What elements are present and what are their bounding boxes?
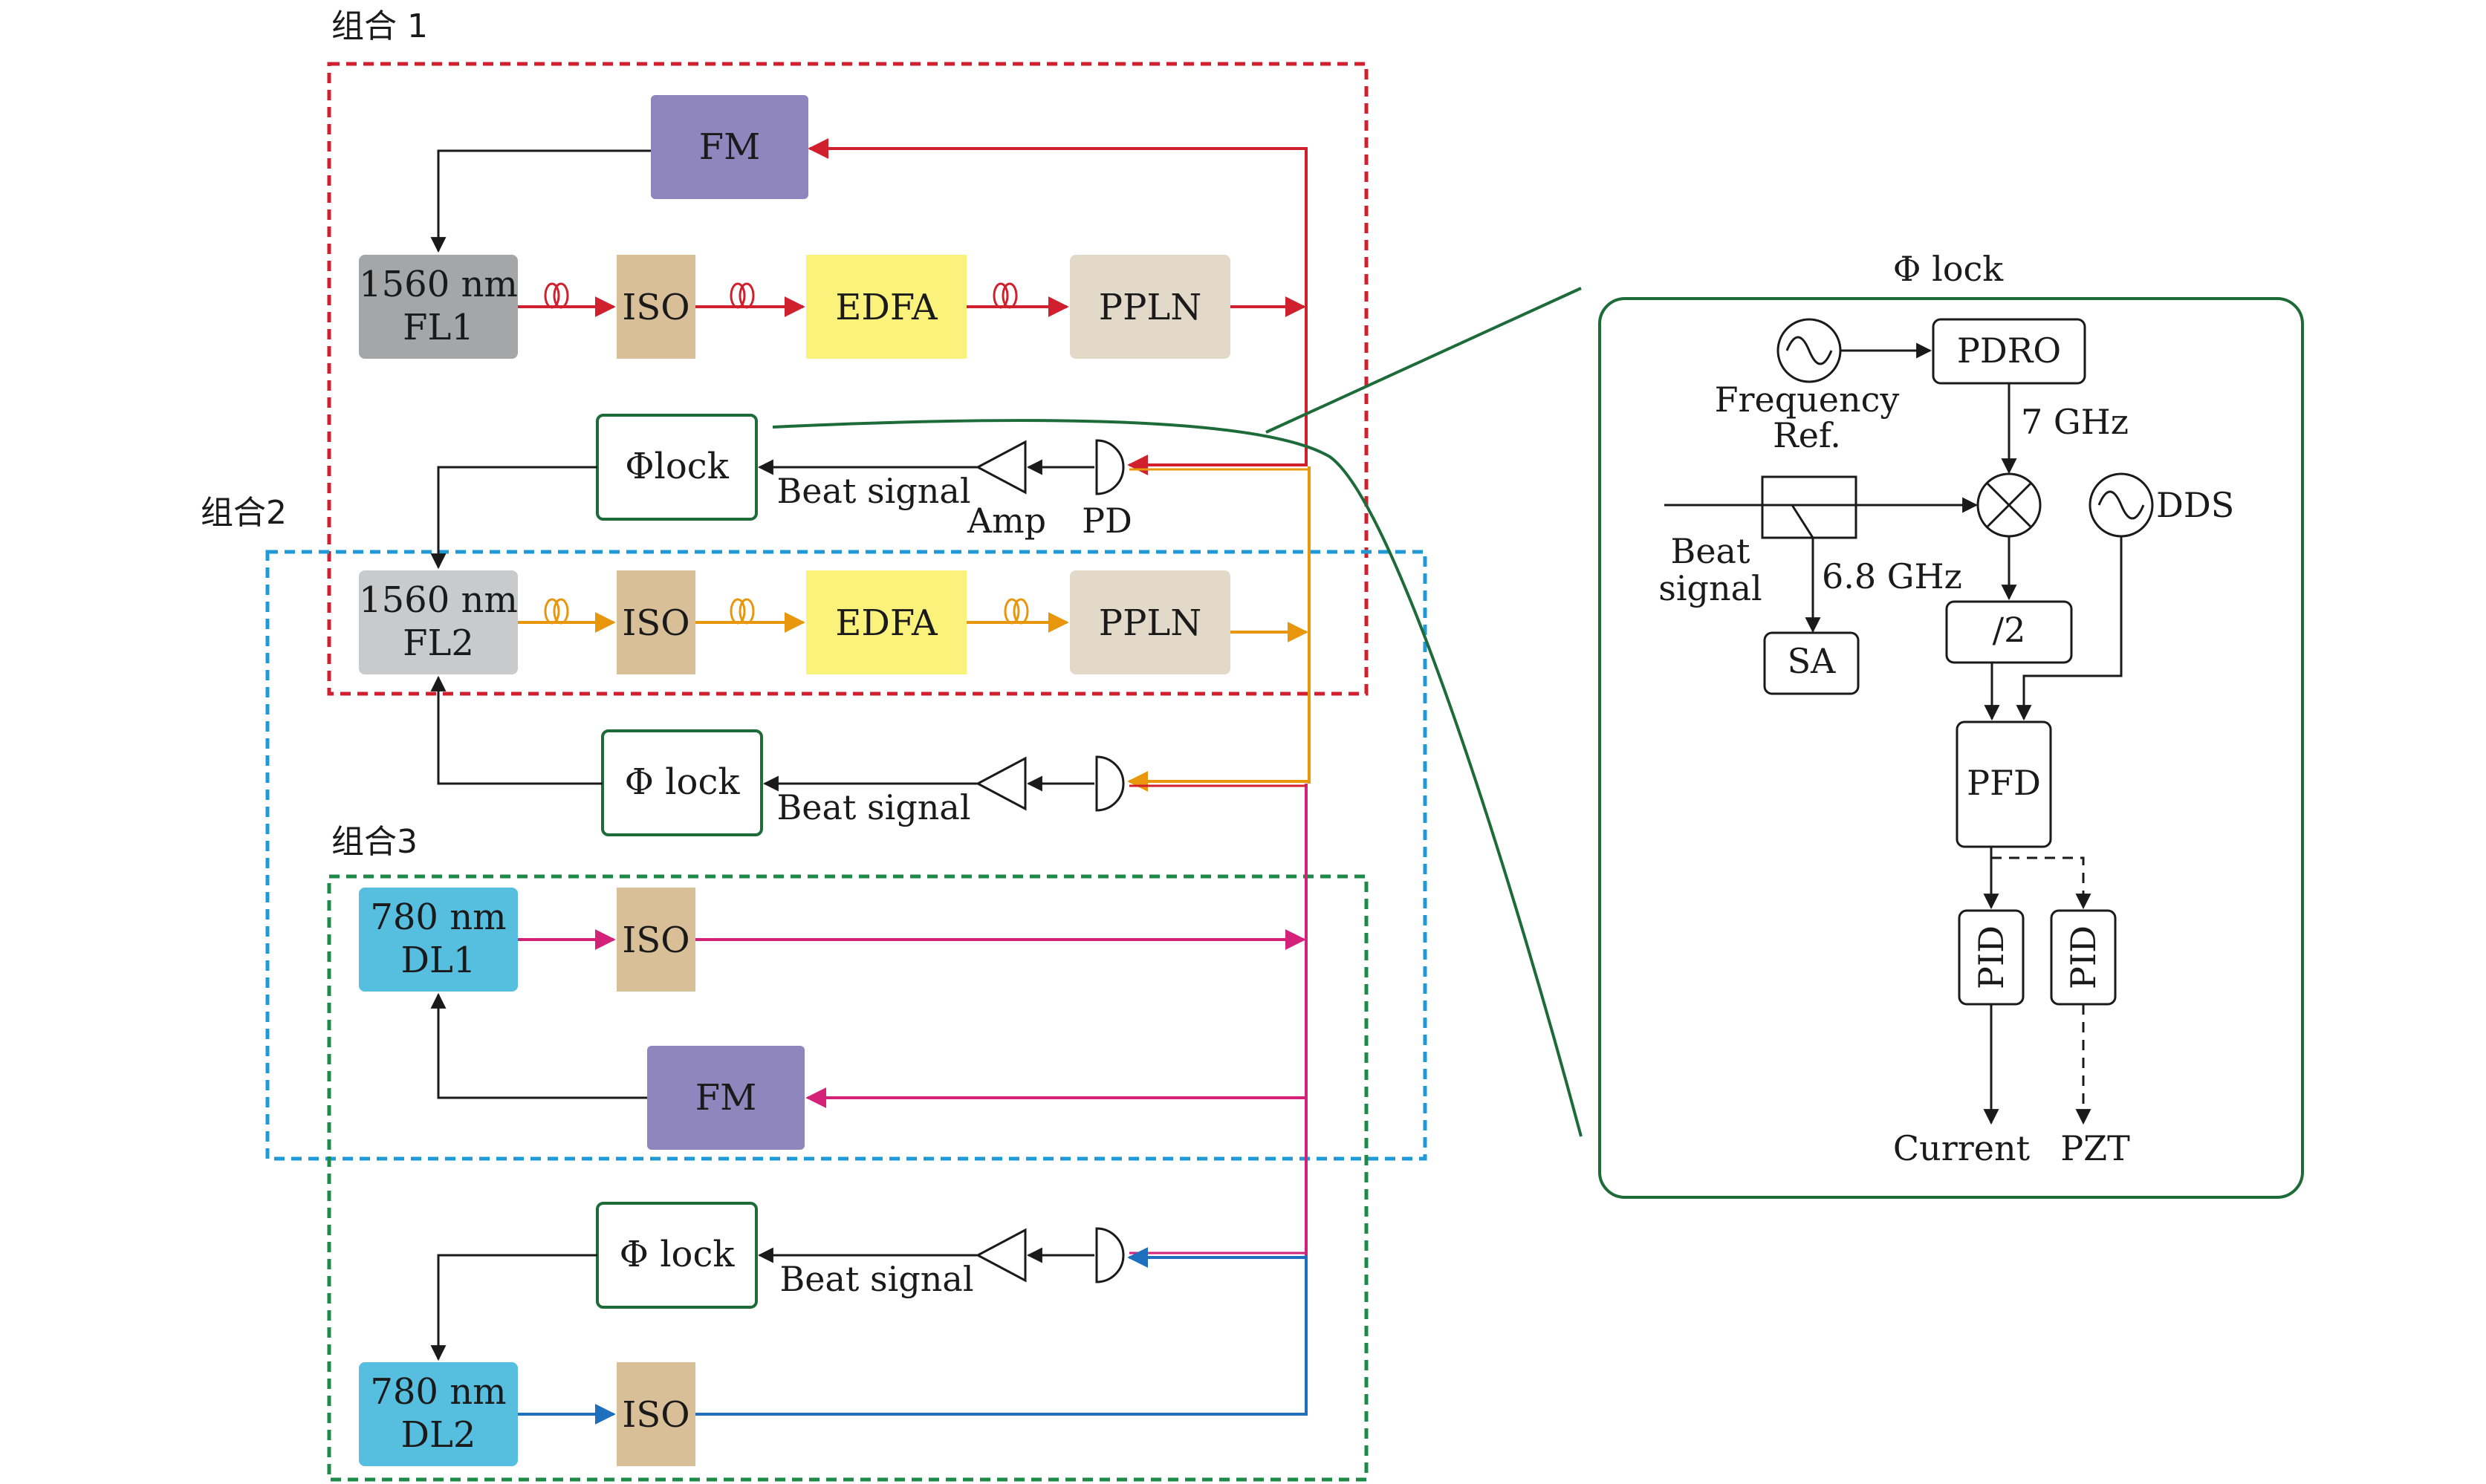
freq-ref-label-1: Frequency — [1715, 380, 1900, 420]
f7-label: 7 GHz — [2021, 402, 2129, 442]
beat3-label: Beat signal — [779, 1259, 973, 1299]
group1-outline — [327, 62, 1369, 696]
sa-label: SA — [1788, 641, 1837, 681]
fm2-to-dl1 — [430, 992, 647, 1099]
pd-icon — [1095, 755, 1125, 812]
pid1-label: PID — [1971, 925, 2011, 989]
pd-label: PD — [1082, 501, 1132, 541]
edfa1-block — [806, 255, 967, 359]
ppln1-label: PPLN — [1099, 287, 1201, 328]
beat2-label: Beat signal — [776, 787, 970, 827]
div2-label: /2 — [1993, 610, 2026, 650]
iso2-label: ISO — [622, 602, 689, 644]
current-label: Current — [1893, 1128, 2031, 1168]
ppln1-block — [1070, 255, 1230, 359]
fl1-block — [359, 255, 518, 359]
sine-wave — [1785, 336, 1833, 365]
pfd-to-pid2-dashed — [1991, 856, 2091, 910]
amp-icon — [975, 440, 1027, 495]
amp-icon — [975, 1228, 1027, 1283]
pfd-label: PFD — [1967, 763, 2041, 803]
lock1-label: Φlock — [625, 446, 729, 487]
fl2-block — [359, 570, 518, 674]
pd-icon — [1095, 439, 1125, 495]
fiber-coil-icon — [544, 598, 1029, 625]
dl2-label-1: 780 nm — [370, 1371, 506, 1413]
pzt-label: PZT — [2060, 1128, 2130, 1168]
iso4-block — [617, 1362, 695, 1466]
dds-to-pfd — [2016, 536, 2123, 721]
group1-label: 组合 1 — [331, 7, 428, 45]
fl2-label-2: FL2 — [403, 622, 474, 664]
group2-label: 组合2 — [201, 494, 287, 532]
fm2-label: FM — [695, 1077, 756, 1119]
fm1-label: FM — [699, 126, 760, 168]
iso1-block — [617, 255, 695, 359]
lock2-to-fl2 — [430, 675, 603, 785]
sine-wave — [2097, 490, 2145, 520]
fiber4b — [695, 1255, 1308, 1416]
pd-icon — [1095, 1227, 1125, 1283]
edfa2-block — [806, 570, 967, 674]
zoom-line-top — [1265, 287, 1582, 434]
freq-ref-label-2: Ref. — [1773, 415, 1841, 455]
dl1-label-2: DL1 — [401, 940, 476, 981]
splitter-box — [1761, 475, 1857, 539]
beat-label-1: Beat — [1671, 531, 1750, 571]
edfa1-label: EDFA — [835, 287, 938, 328]
fm1-feedback-red — [808, 138, 1308, 159]
fm1-to-fl1 — [430, 149, 651, 253]
dl1-label-1: 780 nm — [370, 896, 506, 938]
fl2-label-1: 1560 nm — [359, 579, 518, 621]
beat1-label: Beat signal — [776, 471, 970, 511]
lock3-label: Φ lock — [620, 1234, 736, 1275]
dl2-block — [359, 1362, 518, 1466]
div2-block — [1945, 600, 2073, 664]
pfd-block — [1956, 720, 2052, 848]
fiber-coil-icon — [544, 282, 1018, 309]
iso3-label: ISO — [622, 920, 689, 961]
group2-outline — [265, 550, 1427, 1161]
pdro-label: PDRO — [1957, 331, 2061, 371]
ppln2-block — [1070, 570, 1230, 674]
amp-icon — [975, 756, 1027, 811]
iso4-label: ISO — [622, 1394, 689, 1436]
splitter-tap — [1791, 504, 1814, 538]
pid2-label: PID — [2063, 925, 2103, 989]
ppln2-label: PPLN — [1099, 602, 1201, 644]
amp-label: Amp — [967, 501, 1046, 541]
dl1-block — [359, 888, 518, 992]
fm1-block — [651, 95, 808, 199]
edfa2-label: EDFA — [835, 602, 938, 644]
iso3-block — [617, 888, 695, 992]
iso2-block — [617, 570, 695, 674]
detail-panel — [1598, 297, 2304, 1199]
zoom-line-bottom — [772, 419, 1583, 1137]
fl1-label-2: FL1 — [403, 307, 474, 348]
lock3-to-dl2 — [430, 1254, 597, 1361]
iso1-label: ISO — [622, 287, 689, 328]
fl1-label-1: 1560 nm — [359, 264, 518, 305]
mixer-cross-b — [1986, 482, 2032, 528]
f68-label: 6.8 GHz — [1822, 556, 1962, 596]
group3-outline — [327, 874, 1369, 1482]
group3-label: 组合3 — [331, 823, 418, 861]
lock1-to-fl2 — [430, 466, 597, 570]
lock2-label: Φ lock — [625, 761, 741, 803]
dl2-label-2: DL2 — [401, 1414, 476, 1456]
fm2-block — [647, 1046, 805, 1150]
dds-label: DDS — [2156, 485, 2234, 525]
sa-block — [1763, 631, 1860, 695]
detail-title: Φ lock — [1893, 249, 2005, 289]
beat-label-2: signal — [1658, 568, 1762, 608]
